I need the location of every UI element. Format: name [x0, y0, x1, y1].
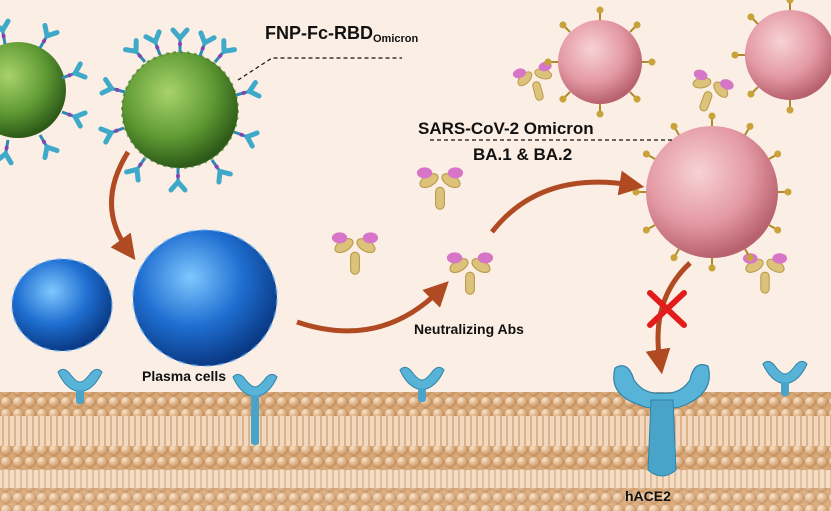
- plasma-cell-large: [132, 229, 278, 367]
- label-sars-cov-2-omicron: SARS-CoV-2 Omicron: [418, 119, 594, 138]
- label-neutralizing-abs: Neutralizing Abs: [414, 321, 524, 337]
- nanoparticle-fnp-fc-rbd: [101, 30, 259, 190]
- ace2-receptor-center-left: [232, 373, 278, 445]
- virus-top-right: [730, 0, 831, 115]
- lipid-membrane: [0, 392, 831, 511]
- label-ba1-ba2: BA.1 & BA.2: [473, 145, 573, 164]
- fnp-leader-line: [237, 57, 402, 81]
- label-fnp-fc-rbd: FNP-Fc-RBDOmicron: [265, 24, 418, 45]
- virus-omicron-main: [631, 111, 793, 273]
- label-plasma-cells: Plasma cells: [142, 368, 227, 384]
- ace2-receptor-main: [613, 364, 710, 477]
- arrow-plasma-cell-to-antibodies: [296, 281, 449, 334]
- label-fnp-subscript: Omicron: [373, 33, 419, 45]
- label-fnp-main: FNP-Fc-RBD: [265, 23, 373, 43]
- label-hace2: hACE2: [625, 488, 671, 504]
- nanoparticle-partial-left: [0, 21, 85, 163]
- plasma-cell-small: [11, 258, 113, 352]
- arrow-antibodies-to-virus: [490, 170, 645, 234]
- arrow-nanoparticle-to-plasma-cell: [109, 150, 136, 261]
- block-x-icon: [647, 290, 687, 328]
- virus-top-center: [543, 5, 657, 119]
